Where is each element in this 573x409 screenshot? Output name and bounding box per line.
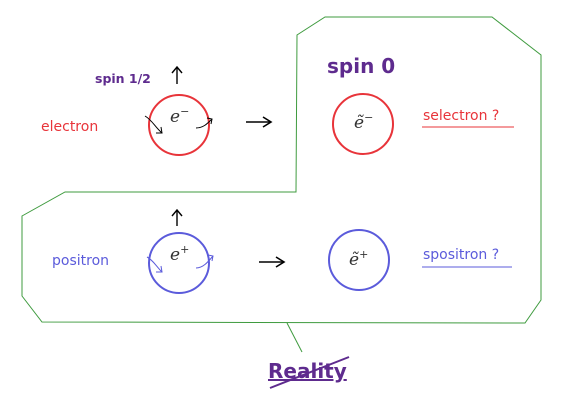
electron-rotation-arrowhead-left-icon: [156, 126, 163, 134]
electron-symbol: e−: [170, 105, 189, 127]
electron-rotation-arrow-right-icon: [195, 118, 213, 129]
electron-label: electron: [41, 119, 98, 135]
electron-rotation-arrowhead-right-icon: [206, 117, 213, 125]
positron-rotation-arrow-right-icon: [195, 255, 214, 269]
spositron-symbol: ẽ+: [349, 248, 368, 270]
spositron-circle: [328, 229, 390, 291]
reality-pointer-line: [286, 322, 303, 353]
selectron-symbol: ẽ−: [354, 111, 373, 133]
positron-label: positron: [52, 253, 109, 269]
electron-circle: [148, 94, 210, 156]
reality-boundary: [21, 16, 542, 324]
positron-spin-up-arrow-icon: [171, 208, 183, 226]
reality-strikethrough: [269, 356, 350, 389]
spin-half-label: spin 1/2: [95, 71, 151, 86]
electron-rotation-arrow-left-icon: [144, 115, 163, 134]
positron-to-spositron-arrow-icon: [259, 256, 286, 268]
selectron-circle: [332, 93, 394, 155]
electron-to-selectron-arrow-icon: [246, 116, 273, 128]
positron-rotation-arrowhead-right-icon: [207, 254, 214, 262]
positron-symbol: e+: [170, 243, 189, 265]
electron-spin-up-arrow-icon: [171, 65, 183, 84]
spositron-label: spositron ?: [423, 247, 499, 263]
positron-rotation-arrowhead-left-icon: [156, 265, 163, 273]
selectron-label: selectron ?: [423, 108, 499, 124]
positron-rotation-arrow-left-icon: [146, 256, 163, 273]
positron-circle: [148, 232, 210, 294]
spin-zero-label: spin 0: [327, 54, 395, 78]
